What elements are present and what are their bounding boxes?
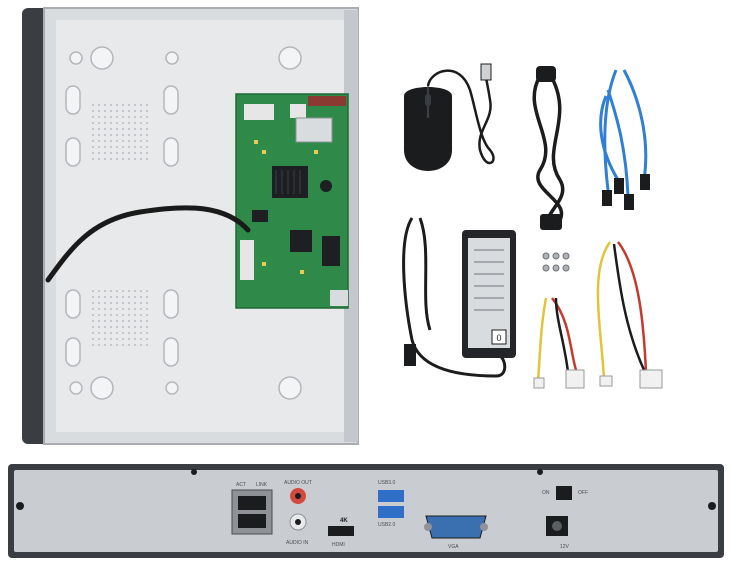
usb-mouse (404, 63, 495, 171)
hdd-screws (542, 252, 570, 272)
chip-heatsink (272, 166, 308, 198)
usb2-label: USB2.0 (378, 522, 395, 528)
power-on-label: ON (542, 490, 550, 496)
mainboard-pcb (235, 93, 349, 309)
audio-out-label: AUDIO OUT (284, 480, 312, 486)
nvr-chassis-open (22, 7, 359, 445)
power-off-label: OFF (578, 490, 588, 496)
audio-in-label: AUDIO IN (286, 540, 309, 546)
usb3-port (378, 490, 404, 502)
power-adapter: 0 (402, 217, 516, 378)
power-cord (532, 66, 565, 230)
power-12v-label: 12V (560, 544, 570, 550)
hdmi-port (328, 526, 354, 536)
power-splitter-cables (533, 241, 663, 389)
nvr-rear-panel: ACT LINK AUDIO OUT AUDIO IN 4K HDMI USB3… (8, 464, 724, 558)
power-switch (556, 486, 572, 500)
hdmi-4k-badge: 4K (340, 518, 348, 524)
lan-link-label: LINK (256, 482, 268, 488)
sata-cables (599, 69, 650, 210)
lan-act-label: ACT (236, 482, 246, 488)
adapter-badge: 0 (496, 333, 501, 343)
usb3-label: USB3.0 (378, 480, 395, 486)
vga-port (425, 515, 487, 539)
internal-cable (45, 205, 251, 283)
usb2-port (378, 506, 404, 518)
vga-label: VGA (448, 544, 459, 550)
hdmi-label: HDMI (332, 542, 345, 548)
